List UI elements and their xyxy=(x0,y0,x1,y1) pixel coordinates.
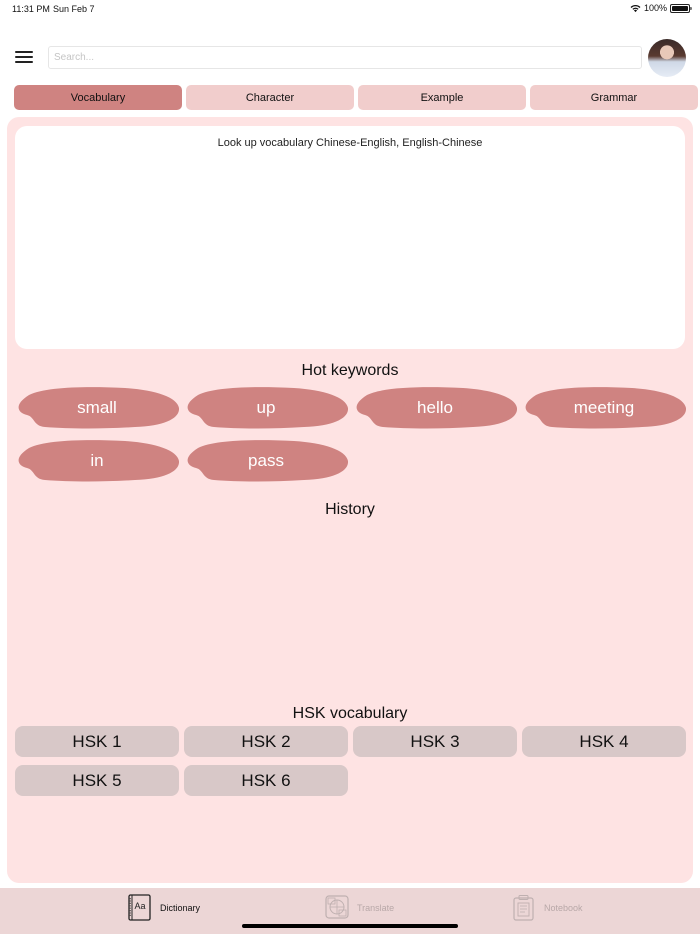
search-input[interactable] xyxy=(48,46,642,69)
avatar[interactable] xyxy=(648,39,686,77)
tab-grammar[interactable]: Grammar xyxy=(530,85,698,110)
bottom-tab-bar: Aa Dictionary Translate Notebook xyxy=(0,888,700,934)
tabbar-item-translate[interactable]: Translate xyxy=(325,894,394,921)
status-bar: 11:31 PM Sun Feb 7 100% xyxy=(0,0,700,18)
translate-icon xyxy=(325,895,349,919)
hsk-level-button[interactable]: HSK 3 xyxy=(353,726,517,757)
tab-example[interactable]: Example xyxy=(358,85,526,110)
blob-shape-icon xyxy=(187,387,348,429)
svg-text:Aa: Aa xyxy=(135,901,146,911)
tab-character[interactable]: Character xyxy=(186,85,354,110)
status-date: Sun Feb 7 xyxy=(53,4,95,14)
hamburger-menu-icon[interactable] xyxy=(15,51,33,65)
tabbar-item-notebook[interactable]: Notebook xyxy=(512,894,583,921)
hsk-level-button[interactable]: HSK 2 xyxy=(184,726,348,757)
tabbar-label: Dictionary xyxy=(160,902,201,913)
tabbar-label: Notebook xyxy=(544,902,583,913)
blob-shape-icon xyxy=(187,440,348,482)
keyword-chip[interactable]: pass xyxy=(184,438,348,483)
battery-percent: 100% xyxy=(643,3,667,13)
blob-shape-icon xyxy=(18,387,179,429)
wifi-icon xyxy=(630,4,641,12)
main-content: Look up vocabulary Chinese-English, Engl… xyxy=(7,117,693,883)
blob-shape-icon xyxy=(525,387,686,429)
hsk-level-button[interactable]: HSK 4 xyxy=(522,726,686,757)
header xyxy=(0,38,700,78)
hot-keywords-title: Hot keywords xyxy=(301,362,399,379)
keyword-chip[interactable]: small xyxy=(15,385,179,430)
keyword-chip[interactable]: up xyxy=(184,385,348,430)
keyword-chip[interactable]: hello xyxy=(353,385,517,430)
dictionary-icon: Aa xyxy=(128,894,151,921)
hsk-title: HSK vocabulary xyxy=(292,705,408,722)
lookup-panel: Look up vocabulary Chinese-English, Engl… xyxy=(15,126,685,349)
keyword-chip[interactable]: in xyxy=(15,438,179,483)
battery-icon xyxy=(670,3,692,13)
home-indicator[interactable] xyxy=(242,924,458,928)
status-indicators: 100% xyxy=(630,3,692,13)
category-tabs: Vocabulary Character Example Grammar xyxy=(14,85,700,110)
blob-shape-icon xyxy=(356,387,517,429)
status-time: 11:31 PM xyxy=(12,4,50,14)
hsk-level-button[interactable]: HSK 1 xyxy=(15,726,179,757)
hot-keywords-list: small up hello meeting in pass xyxy=(15,385,686,483)
keyword-chip[interactable]: meeting xyxy=(522,385,686,430)
history-list xyxy=(15,527,685,697)
history-title: History xyxy=(325,501,375,518)
hsk-level-button[interactable]: HSK 5 xyxy=(15,765,179,796)
hsk-level-button[interactable]: HSK 6 xyxy=(184,765,348,796)
blob-shape-icon xyxy=(18,440,179,482)
tabbar-label: Translate xyxy=(357,902,395,913)
tab-vocabulary[interactable]: Vocabulary xyxy=(14,85,182,110)
lookup-description: Look up vocabulary Chinese-English, Engl… xyxy=(217,137,483,149)
hsk-list: HSK 1 HSK 2 HSK 3 HSK 4 HSK 5 HSK 6 xyxy=(15,726,686,796)
tabbar-item-dictionary[interactable]: Aa Dictionary xyxy=(128,894,200,921)
notebook-icon xyxy=(513,895,534,921)
